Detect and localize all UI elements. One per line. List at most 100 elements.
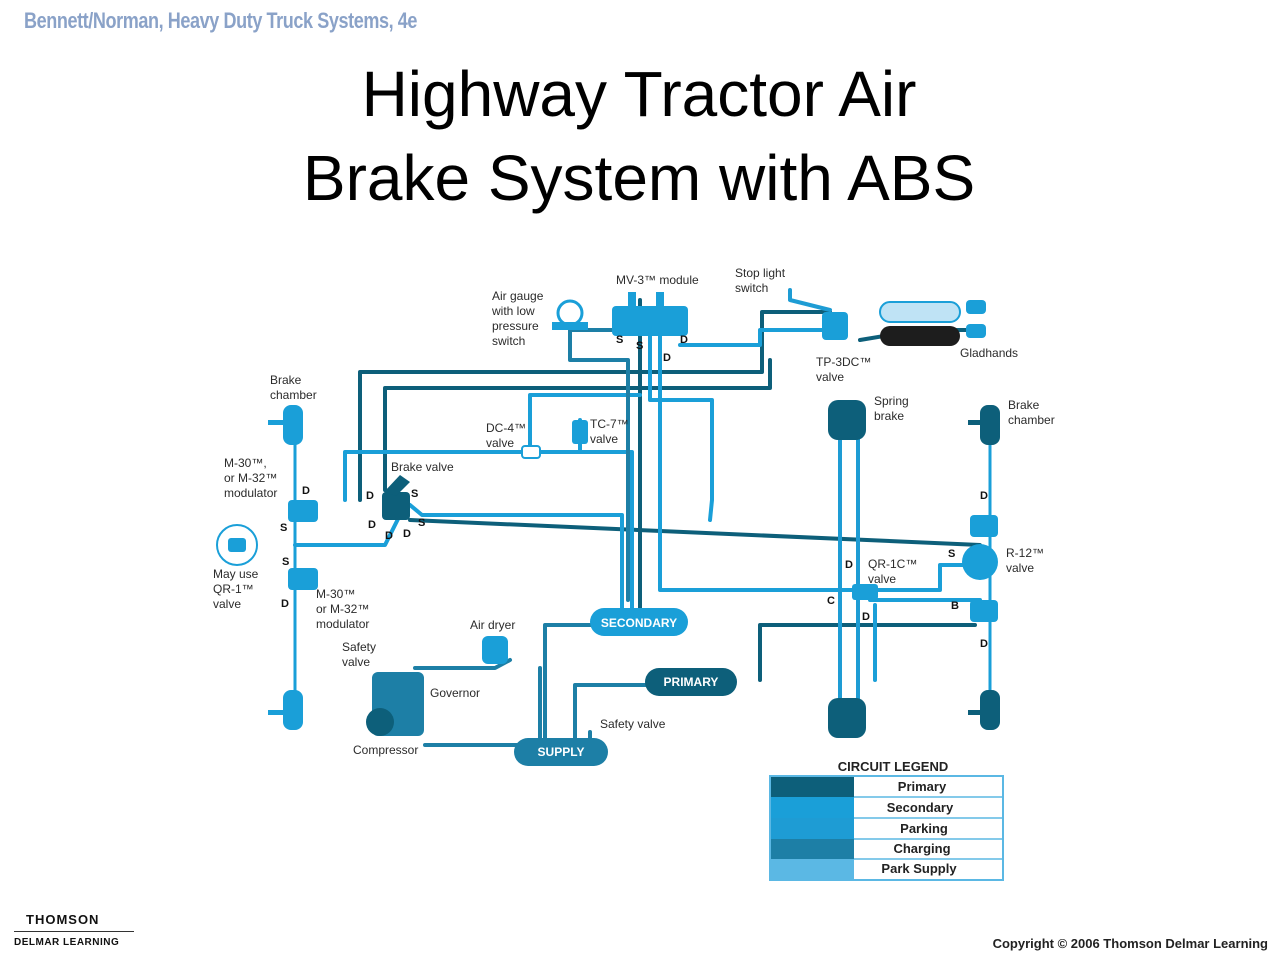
secondary-tank: SECONDARY bbox=[590, 608, 688, 636]
svg-text:CIRCUIT LEGEND: CIRCUIT LEGEND bbox=[838, 759, 949, 774]
circuit-legend: CIRCUIT LEGEND Primary Secondary Parking… bbox=[769, 759, 1004, 881]
svg-text:D: D bbox=[366, 490, 374, 502]
svg-text:DC-4™: DC-4™ bbox=[486, 421, 526, 435]
svg-text:chamber: chamber bbox=[270, 388, 317, 402]
svg-text:C: C bbox=[827, 595, 835, 607]
svg-text:D: D bbox=[302, 485, 310, 497]
svg-text:switch: switch bbox=[735, 281, 768, 295]
svg-text:S: S bbox=[636, 340, 643, 352]
svg-text:SECONDARY: SECONDARY bbox=[601, 616, 677, 630]
air-gauge bbox=[552, 299, 588, 330]
legend-swatch-secondary bbox=[771, 797, 854, 818]
svg-text:modulator: modulator bbox=[224, 486, 277, 500]
tc7-valve bbox=[572, 420, 588, 444]
copyright-notice: Copyright © 2006 Thomson Delmar Learning bbox=[992, 936, 1268, 951]
svg-text:with low: with low bbox=[491, 304, 535, 318]
svg-text:SUPPLY: SUPPLY bbox=[538, 745, 585, 759]
svg-text:Brake: Brake bbox=[270, 373, 302, 387]
svg-text:S: S bbox=[418, 517, 425, 529]
svg-text:Brake valve: Brake valve bbox=[391, 460, 454, 474]
logo-top: THOMSON bbox=[26, 912, 100, 927]
svg-text:chamber: chamber bbox=[1008, 413, 1055, 427]
supply-tank: SUPPLY bbox=[514, 738, 608, 766]
svg-text:Air dryer: Air dryer bbox=[470, 618, 515, 632]
svg-text:valve: valve bbox=[590, 432, 618, 446]
right-brake-chambers bbox=[968, 405, 1000, 730]
svg-text:valve: valve bbox=[486, 436, 514, 450]
title-line-1: Highway Tractor Air bbox=[361, 58, 917, 130]
svg-text:Safety: Safety bbox=[342, 640, 376, 654]
svg-text:or M-32™: or M-32™ bbox=[224, 471, 277, 485]
logo-bottom: DELMAR LEARNING bbox=[14, 937, 120, 948]
title-line-2: Brake System with ABS bbox=[302, 142, 976, 214]
svg-text:D: D bbox=[980, 490, 988, 502]
svg-text:Air gauge: Air gauge bbox=[492, 289, 544, 303]
primary-circuit-lines bbox=[358, 298, 987, 682]
svg-text:D: D bbox=[862, 611, 870, 623]
svg-text:B: B bbox=[951, 600, 959, 612]
secondary-circuit-lines bbox=[293, 316, 982, 682]
svg-text:Charging: Charging bbox=[893, 841, 950, 856]
svg-text:brake: brake bbox=[874, 409, 904, 423]
svg-text:valve: valve bbox=[868, 572, 896, 586]
parking-circuit-lines bbox=[788, 288, 860, 722]
svg-text:D: D bbox=[680, 334, 688, 346]
svg-text:R-12™: R-12™ bbox=[1006, 546, 1044, 560]
slide-title: Highway Tractor Air Brake System with AB… bbox=[0, 52, 1278, 220]
svg-text:TP-3DC™: TP-3DC™ bbox=[816, 355, 871, 369]
compressor bbox=[366, 672, 424, 736]
svg-text:D: D bbox=[663, 352, 671, 364]
svg-text:S: S bbox=[616, 334, 623, 346]
svg-text:S: S bbox=[282, 556, 289, 568]
component-labels: MV-3™ module Stop light switch Air gauge… bbox=[213, 266, 1055, 757]
svg-text:D: D bbox=[385, 530, 393, 542]
svg-text:D: D bbox=[368, 519, 376, 531]
svg-text:MV-3™ module: MV-3™ module bbox=[616, 273, 699, 287]
svg-text:Spring: Spring bbox=[874, 394, 909, 408]
qr1c-valve bbox=[852, 584, 878, 600]
svg-text:modulator: modulator bbox=[316, 617, 369, 631]
spring-brakes bbox=[828, 400, 866, 738]
svg-text:D: D bbox=[281, 598, 289, 610]
svg-text:May use: May use bbox=[213, 567, 259, 581]
gladhands-hoses bbox=[879, 300, 986, 346]
air-dryer bbox=[482, 636, 508, 664]
svg-text:Secondary: Secondary bbox=[887, 800, 954, 815]
svg-text:Safety valve: Safety valve bbox=[600, 717, 666, 731]
svg-text:S: S bbox=[948, 548, 955, 560]
mv3-module bbox=[612, 292, 688, 336]
svg-text:Primary: Primary bbox=[898, 779, 947, 794]
svg-text:M-30™: M-30™ bbox=[316, 587, 355, 601]
svg-text:Parking: Parking bbox=[900, 821, 948, 836]
logo-rule bbox=[14, 931, 134, 932]
book-credit: Bennett/Norman, Heavy Duty Truck Systems… bbox=[24, 8, 418, 33]
legend-swatch-charging bbox=[771, 839, 854, 859]
r12-valve bbox=[962, 515, 998, 622]
svg-text:valve: valve bbox=[1006, 561, 1034, 575]
svg-text:TC-7™: TC-7™ bbox=[590, 417, 629, 431]
svg-text:D: D bbox=[980, 638, 988, 650]
svg-text:Compressor: Compressor bbox=[353, 743, 418, 757]
primary-tank: PRIMARY bbox=[645, 668, 737, 696]
svg-text:Stop light: Stop light bbox=[735, 266, 786, 280]
svg-text:valve: valve bbox=[342, 655, 370, 669]
port-letters: S S D D D S D S D D D S S D D C D S B D … bbox=[280, 334, 988, 650]
legend-swatch-parking bbox=[771, 818, 854, 839]
svg-text:pressure: pressure bbox=[492, 319, 539, 333]
svg-text:QR-1™: QR-1™ bbox=[213, 582, 254, 596]
svg-text:valve: valve bbox=[213, 597, 241, 611]
svg-text:valve: valve bbox=[816, 370, 844, 384]
svg-text:D: D bbox=[845, 559, 853, 571]
svg-text:Brake: Brake bbox=[1008, 398, 1040, 412]
svg-text:Gladhands: Gladhands bbox=[960, 346, 1018, 360]
legend-swatch-primary bbox=[771, 777, 854, 797]
brake-valve bbox=[382, 475, 410, 520]
tp3dc-valve bbox=[822, 312, 848, 340]
svg-text:switch: switch bbox=[492, 334, 525, 348]
svg-text:QR-1C™: QR-1C™ bbox=[868, 557, 917, 571]
svg-text:S: S bbox=[411, 488, 418, 500]
svg-text:Park Supply: Park Supply bbox=[881, 861, 957, 876]
legend-swatch-park-supply bbox=[771, 859, 854, 879]
svg-text:D: D bbox=[403, 528, 411, 540]
